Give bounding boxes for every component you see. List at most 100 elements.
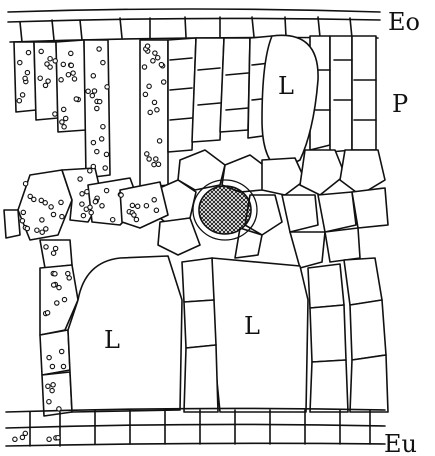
chloroplast-grain: [147, 157, 151, 161]
chloroplast-grain: [53, 112, 57, 116]
chloroplast-grain: [47, 355, 51, 359]
chloroplast-grain: [159, 62, 163, 66]
chloroplast-grain: [25, 226, 29, 230]
vascular-bundle: [193, 180, 257, 240]
chloroplast-grain: [154, 208, 158, 212]
chloroplast-grain: [69, 63, 73, 67]
chloroplast-grain: [23, 76, 27, 80]
chloroplast-grain: [144, 204, 148, 208]
chloroplast-grain: [101, 60, 105, 64]
chloroplast-grain: [47, 400, 51, 404]
chloroplast-grain: [136, 204, 140, 208]
chloroplast-grain: [66, 73, 70, 77]
chloroplast-grain: [134, 217, 138, 221]
chloroplast-grain: [46, 79, 50, 83]
chloroplast-grain: [62, 107, 66, 111]
chloroplast-grain: [17, 99, 21, 103]
chloroplast-grain: [57, 407, 61, 411]
chloroplast-grain: [48, 65, 52, 69]
chloroplast-grain: [147, 84, 151, 88]
chloroplast-grain: [62, 297, 66, 301]
chloroplast-grain: [39, 49, 43, 53]
chloroplast-grain: [23, 431, 27, 435]
chloroplast-grain: [104, 152, 108, 156]
chloroplast-grain: [154, 157, 158, 161]
chloroplast-grain: [53, 246, 57, 250]
chloroplast-grain: [62, 125, 66, 129]
chloroplast-grain: [93, 200, 97, 204]
chloroplast-grain: [145, 44, 149, 48]
label-palisade: P: [392, 90, 408, 118]
chloroplast-grain: [157, 139, 161, 143]
chloroplast-grain: [53, 59, 57, 63]
chloroplast-grain: [95, 106, 99, 110]
chloroplast-grain: [20, 435, 24, 439]
chloroplast-grain: [43, 83, 47, 87]
chloroplast-grain: [60, 120, 64, 124]
chloroplast-grain: [47, 437, 51, 441]
chloroplast-grain: [88, 169, 92, 173]
chloroplast-grain: [35, 228, 39, 232]
chloroplast-grain: [92, 89, 96, 93]
chloroplast-grain: [46, 384, 50, 388]
chloroplast-grain: [20, 93, 24, 97]
chloroplast-grain: [153, 51, 157, 55]
chloroplast-grain: [13, 437, 17, 441]
chloroplast-grain: [119, 193, 123, 197]
chloroplast-grain: [61, 364, 65, 368]
label-cavity-top: L: [278, 72, 294, 100]
chloroplast-grain: [59, 78, 63, 82]
chloroplast-grain: [100, 204, 104, 208]
chloroplast-grain: [43, 201, 47, 205]
chloroplast-grain: [52, 283, 56, 287]
chloroplast-grain: [142, 65, 146, 69]
chloroplast-grain: [72, 77, 76, 81]
chloroplast-grain: [74, 97, 78, 101]
chloroplast-grain: [85, 190, 89, 194]
chloroplast-grain: [91, 164, 95, 168]
chloroplast-grain: [148, 110, 152, 114]
chloroplast-grain: [88, 205, 92, 209]
chloroplast-grain: [151, 59, 155, 63]
chloroplast-grain: [100, 137, 104, 141]
chloroplast-grain: [48, 57, 52, 61]
chloroplast-grain: [155, 108, 159, 112]
spongy-tissue: [150, 150, 388, 268]
chloroplast-grain: [143, 92, 147, 96]
chloroplast-grain: [21, 210, 25, 214]
chloroplast-grain: [23, 182, 27, 186]
chloroplast-grain: [40, 218, 44, 222]
chloroplast-grain: [91, 74, 95, 78]
chloroplast-grain: [67, 276, 71, 280]
chloroplast-grain: [103, 166, 107, 170]
chloroplast-grain: [132, 213, 136, 217]
chloroplast-grain: [80, 202, 84, 206]
chloroplast-grain: [66, 271, 70, 275]
chloroplast-grain: [145, 152, 149, 156]
chloroplast-grain: [63, 116, 67, 120]
chloroplast-grain: [61, 62, 65, 66]
chloroplast-grain: [81, 213, 85, 217]
chloroplast-grain: [50, 364, 54, 368]
chloroplast-grain: [105, 85, 109, 89]
chloroplast-grain: [28, 194, 32, 198]
chloroplast-grain: [49, 205, 53, 209]
chloroplast-grain: [156, 162, 160, 166]
chloroplast-grain: [20, 219, 24, 223]
chloroplast-grain: [104, 188, 108, 192]
chloroplast-grain: [25, 70, 29, 74]
chloroplast-grain: [50, 388, 54, 392]
chloroplast-grain: [80, 192, 84, 196]
chloroplast-grain: [45, 311, 49, 315]
chloroplast-grain: [156, 56, 160, 60]
chloroplast-grain: [38, 76, 42, 80]
chloroplast-grain: [78, 177, 82, 181]
chloroplast-grain: [57, 285, 61, 289]
chloroplast-grain: [59, 200, 63, 204]
chloroplast-grain: [130, 203, 134, 207]
chloroplast-grain: [26, 50, 30, 54]
chloroplast-grain: [40, 230, 44, 234]
chloroplast-grain: [95, 149, 99, 153]
